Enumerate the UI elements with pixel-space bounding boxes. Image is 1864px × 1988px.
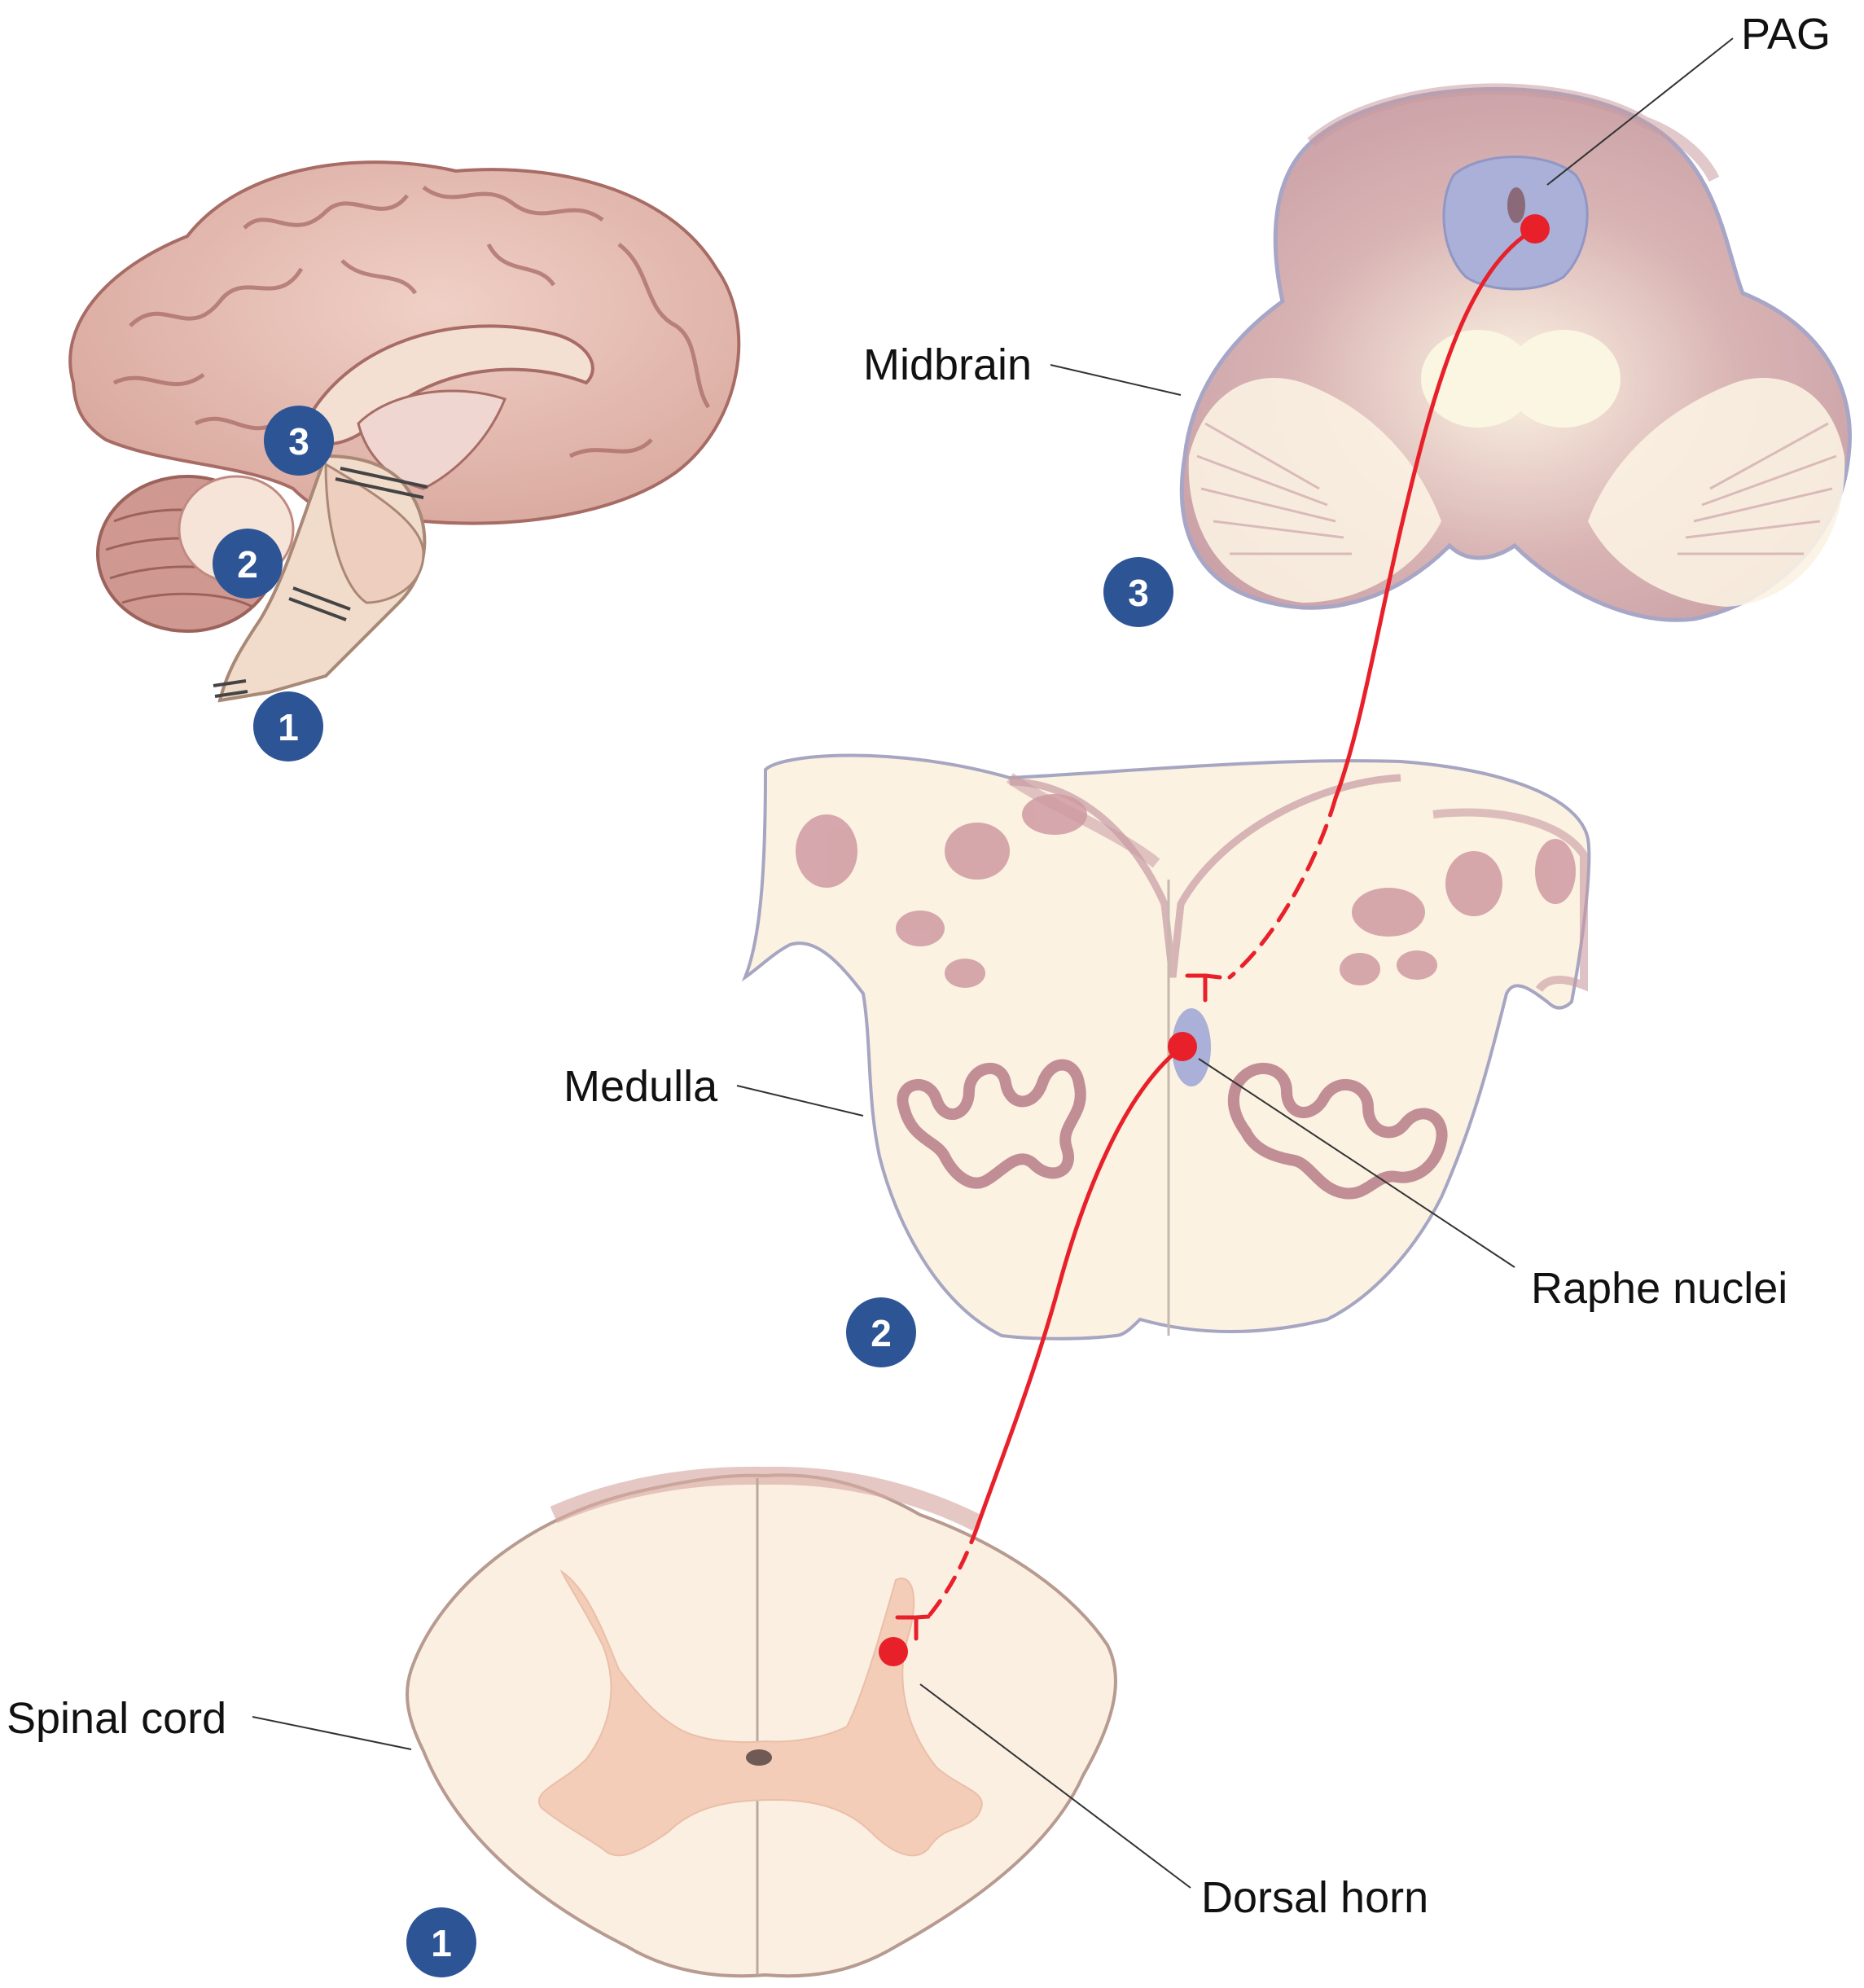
- svg-text:3: 3: [288, 420, 309, 463]
- gray-matter-butterfly: [537, 1569, 983, 1857]
- svg-text:Raphe nuclei: Raphe nuclei: [1531, 1264, 1787, 1313]
- raphe-to-dorsal-horn-axon-dashed: [926, 1525, 980, 1619]
- pag-to-raphe-axon-solid: [1333, 226, 1537, 801]
- brain-badge-2: 2: [213, 529, 283, 599]
- section-level-lines: [213, 467, 428, 698]
- label-medulla: Medulla: [564, 1062, 864, 1117]
- svg-text:Spinal cord: Spinal cord: [7, 1694, 226, 1743]
- crus-cerebri-left: [1188, 378, 1441, 603]
- label-dorsal-horn: Dorsal horn: [919, 1683, 1428, 1922]
- medulla-nuclei: [796, 794, 1576, 988]
- inferior-olive-left: [897, 1059, 1086, 1189]
- medulla-section: 2: [741, 753, 1591, 1367]
- pag-to-raphe-axon-dashed: [1227, 796, 1338, 980]
- inferior-olive-right: [1227, 1063, 1448, 1200]
- brain-badge-3: 3: [264, 406, 334, 476]
- descending-pathway: [895, 226, 1537, 1641]
- raphe-axon-terminal: [895, 1614, 931, 1641]
- brain-sagittal-illustration: 3 2 1: [68, 160, 741, 761]
- brainstem: [217, 454, 427, 703]
- svg-text:3: 3: [1128, 572, 1149, 614]
- label-pag: PAG: [1546, 10, 1831, 186]
- label-spinal-cord: Spinal cord: [7, 1694, 412, 1750]
- label-raphe-nuclei: Raphe nuclei: [1198, 1058, 1787, 1313]
- cerebral-aqueduct: [1507, 187, 1525, 223]
- svg-text:2: 2: [237, 543, 258, 586]
- crus-cerebri-right: [1588, 378, 1845, 607]
- svg-text:Medulla: Medulla: [564, 1062, 718, 1111]
- pag-axon-terminal: [1185, 973, 1222, 1003]
- svg-text:1: 1: [278, 706, 299, 748]
- brain-badge-1: 1: [253, 691, 323, 761]
- medulla-badge-2: 2: [846, 1297, 916, 1367]
- svg-text:Midbrain: Midbrain: [863, 340, 1032, 389]
- svg-text:PAG: PAG: [1741, 10, 1831, 59]
- spinal-cord-section: 1: [406, 1466, 1117, 1978]
- raphe-to-dorsal-horn-axon-solid: [975, 1044, 1185, 1529]
- svg-text:2: 2: [871, 1312, 892, 1354]
- svg-text:1: 1: [431, 1922, 452, 1964]
- central-canal: [746, 1749, 772, 1766]
- midbrain-section: 3: [1103, 83, 1852, 627]
- dorsal-horn-synapse-cell: [879, 1637, 908, 1666]
- spinal-cord-badge-1: 1: [406, 1907, 476, 1977]
- label-midbrain: Midbrain: [863, 340, 1182, 396]
- svg-text:Dorsal horn: Dorsal horn: [1201, 1873, 1428, 1922]
- midbrain-badge-3: 3: [1103, 557, 1173, 627]
